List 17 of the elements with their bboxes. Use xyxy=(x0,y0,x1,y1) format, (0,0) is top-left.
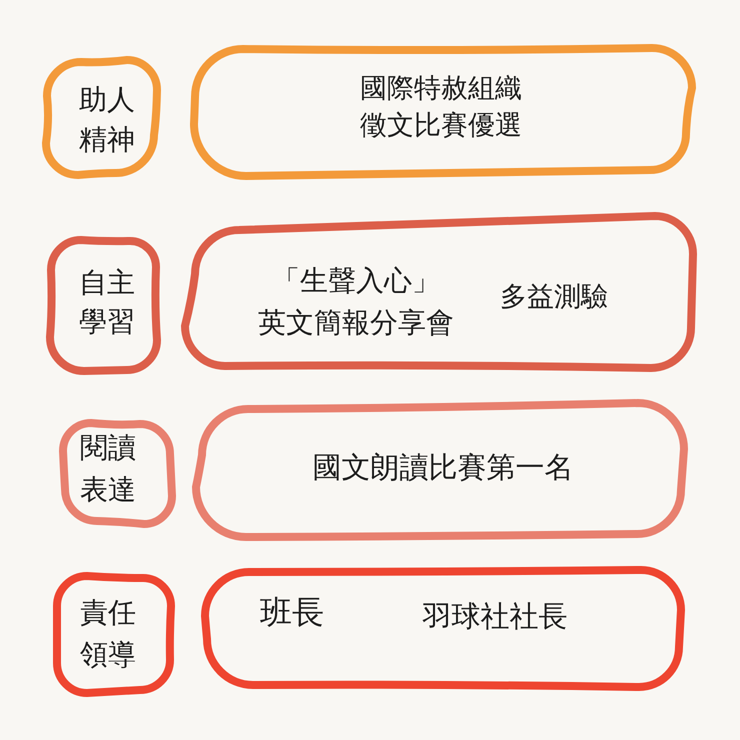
achievement-box xyxy=(191,398,689,542)
category-label: 責任領導 xyxy=(79,595,137,673)
category-label: 閱讀表達 xyxy=(79,430,137,508)
category-label: 自主學習 xyxy=(78,264,136,340)
achievement-text: 「生聲入心」英文簡報分享會 xyxy=(257,263,455,341)
category-box xyxy=(45,234,163,376)
achievement-text: 多益測驗 xyxy=(500,280,608,314)
achievement-box xyxy=(198,565,686,694)
achievement-text: 班長 xyxy=(260,592,324,634)
achievement-text: 國文朗讀比賽第一名 xyxy=(312,449,574,486)
category-box xyxy=(57,417,177,529)
category-box xyxy=(40,55,162,181)
achievement-text: 羽球社社長 xyxy=(422,598,568,636)
category-box xyxy=(52,571,178,698)
category-label: 助人精神 xyxy=(78,82,136,158)
achievement-box xyxy=(189,43,697,181)
achievement-text: 國際特赦組織徵文比賽優選 xyxy=(359,72,523,143)
